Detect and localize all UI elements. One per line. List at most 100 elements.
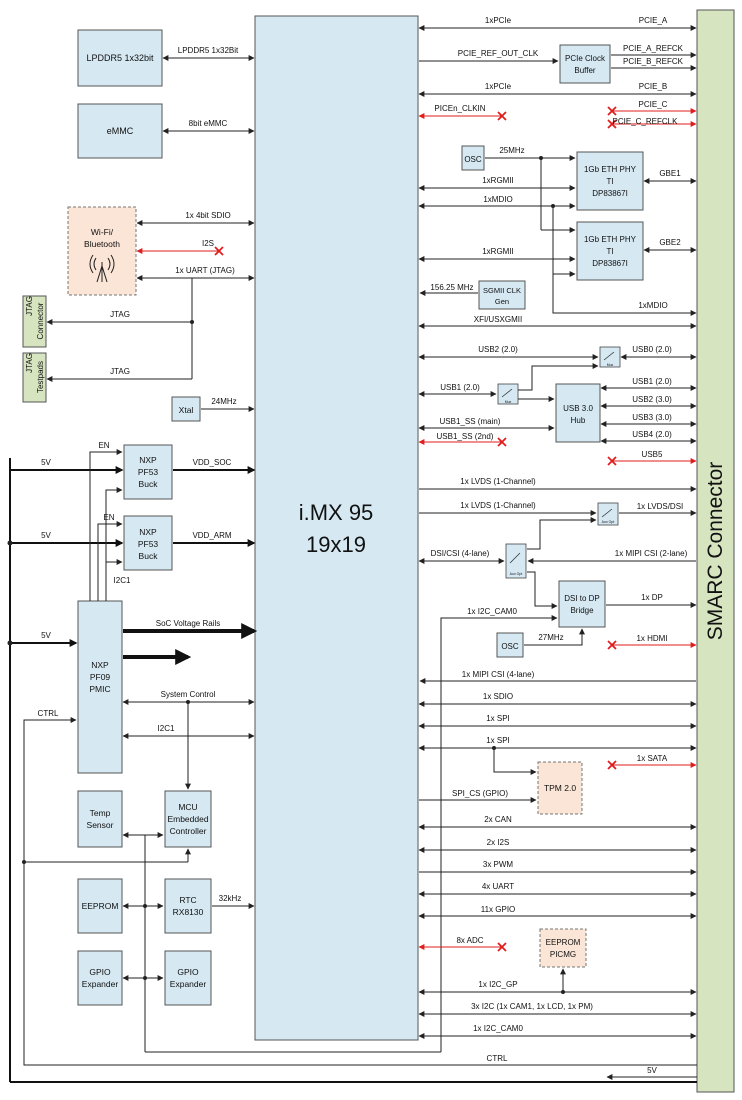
eeprom-picmg-label-2: PICMG xyxy=(550,950,576,959)
sig-sdio: 1x 4bit SDIO xyxy=(185,211,230,220)
osc2-label: OSC xyxy=(501,642,519,651)
sig-usb2: USB2 (2.0) xyxy=(478,345,518,354)
hub-label-2: Hub xyxy=(571,416,586,425)
sig-picen: PICEn_CLKIN xyxy=(434,104,485,113)
pcie-buf-label-2: Buffer xyxy=(574,66,596,75)
sig-usb0: USB0 (2.0) xyxy=(632,345,672,354)
gpio1-label-2: Expander xyxy=(82,979,119,989)
sig-lpddr5: LPDDR5 1x32Bit xyxy=(178,46,239,55)
mux-usb1-label: Mux xyxy=(505,400,512,404)
x-mark-i2s-wifi xyxy=(214,246,224,256)
sig-gbe1: GBE1 xyxy=(659,169,681,178)
gpio1-label-1: GPIO xyxy=(89,967,111,977)
sig-mipi-4: 1x MIPI CSI (4-lane) xyxy=(462,670,535,679)
mcu-label-3: Controller xyxy=(170,826,207,836)
gpio2-label-2: Expander xyxy=(170,979,207,989)
jtag-testpads-block xyxy=(22,352,47,403)
phy1-label-2: TI xyxy=(606,177,613,186)
gpio2-label-1: GPIO xyxy=(177,967,199,977)
rtc-label-1: RTC xyxy=(179,895,196,905)
sig-mdio-2: 1xMDIO xyxy=(638,301,667,310)
sig-vdd-arm: VDD_ARM xyxy=(192,531,231,540)
mcu-block xyxy=(164,790,212,848)
sig-can: 2x CAN xyxy=(484,815,512,824)
mux-usb1: Mux xyxy=(497,383,519,405)
sig-jtag-2: JTAG xyxy=(110,367,130,376)
xtal-label: Xtal xyxy=(179,405,194,415)
hub-label-1: USB 3.0 xyxy=(563,404,593,413)
smarc-connector xyxy=(696,9,735,1093)
sig-en-1: EN xyxy=(98,441,109,450)
sig-pcie-a: PCIE_A xyxy=(639,16,668,25)
sig-sysctrl: System Control xyxy=(161,690,216,699)
gpio-expander-1-block xyxy=(77,950,123,1006)
sig-xtal: 24MHz xyxy=(211,397,236,406)
osc1-label: OSC xyxy=(464,155,482,164)
phy2-label-1: 1Gb ETH PHY xyxy=(584,235,637,244)
dsi-dp-bridge-block xyxy=(558,580,606,628)
antenna-icon xyxy=(89,254,115,283)
sig-i2c1: I2C1 xyxy=(158,724,175,733)
x-mark-adc xyxy=(497,942,507,952)
xtal-block xyxy=(171,396,201,422)
buck-soc-block xyxy=(123,444,173,500)
sig-lvds-1: 1x LVDS (1-Channel) xyxy=(460,477,536,486)
usb-hub-block xyxy=(555,383,601,443)
sig-pcie-c: PCIE_C xyxy=(639,100,668,109)
phy2-label-2: TI xyxy=(606,247,613,256)
buck-soc-label-3: Buck xyxy=(139,479,159,489)
wifi-label-1: Wi-Fi/ xyxy=(91,227,114,237)
sig-spi-1: 1x SPI xyxy=(486,714,510,723)
sig-usb1-r: USB1 (2.0) xyxy=(632,377,672,386)
sig-usb1ss-main: USB1_SS (main) xyxy=(440,417,501,426)
buck-arm-label-2: PF53 xyxy=(138,539,159,549)
sig-ctrl-left: CTRL xyxy=(38,709,59,718)
sig-rgmii-1: 1xRGMII xyxy=(482,176,514,185)
x-mark-usb5 xyxy=(607,456,617,466)
gpio-expander-2-block xyxy=(164,950,212,1006)
sig-lvds-dsi: 1x LVDS/DSI xyxy=(637,502,684,511)
sig-emmc: 8bit eMMC xyxy=(189,119,228,128)
sgmii-label-1: SGMII CLK xyxy=(483,286,521,295)
buck-soc-label-2: PF53 xyxy=(138,467,159,477)
sig-rtc-clk: 32kHz xyxy=(219,894,242,903)
sig-spi-cs: SPI_CS (GPIO) xyxy=(452,789,508,798)
mux-usb0: Mux xyxy=(599,346,621,368)
emmc-block xyxy=(77,103,163,159)
dsi-dp-label-2: Bridge xyxy=(570,606,594,615)
mcu-label-1: MCU xyxy=(178,802,197,812)
sig-vdd-soc: VDD_SOC xyxy=(193,458,232,467)
tpm-label: TPM 2.0 xyxy=(544,783,576,793)
mcu-label-2: Embedded xyxy=(167,814,208,824)
lpddr5-block xyxy=(77,29,163,87)
soc-subtitle: 19x19 xyxy=(306,532,366,557)
sig-i2c1-top: I2C1 xyxy=(114,576,131,585)
sig-i2c-gp: 1x I2C_GP xyxy=(478,980,517,989)
sig-i2c-cam0: 1x I2C_CAM0 xyxy=(473,1024,523,1033)
mux-lvds-label: Aux Opt xyxy=(602,520,615,524)
sig-usb4-r: USB4 (2.0) xyxy=(632,430,672,439)
sig-ctrl: CTRL xyxy=(487,1054,508,1063)
x-mark-hdmi xyxy=(607,640,617,650)
jtag-testpads-label-1: JTAG xyxy=(25,353,34,373)
sig-i2c-cam0-top: 1x I2C_CAM0 xyxy=(467,607,517,616)
pmic-label-1: NXP xyxy=(91,660,109,670)
sig-en-2: EN xyxy=(103,513,114,522)
sig-gbe2: GBE2 xyxy=(659,238,681,247)
sig-usb1-left: USB1 (2.0) xyxy=(440,383,480,392)
sig-mdio-1: 1xMDIO xyxy=(483,195,512,204)
sig-usb2-r: USB2 (3.0) xyxy=(632,395,672,404)
wifi-label-2: Bluetooth xyxy=(84,239,120,249)
jtag-connector-label-2: Connector xyxy=(36,302,45,339)
pcie-buf-label-1: PCIe Clock xyxy=(565,54,606,63)
sig-usb3-r: USB3 (3.0) xyxy=(632,413,672,422)
temp-label-2: Sensor xyxy=(87,820,114,830)
buck-arm-label-3: Buck xyxy=(139,551,159,561)
sig-pcie-c-refclk: PCIE_C_REFCLK xyxy=(613,117,679,126)
sig-rgmii-2: 1xRGMII xyxy=(482,247,514,256)
sig-dsi-csi: DSI/CSI (4-lane) xyxy=(431,549,490,558)
sig-usb1ss-2nd: USB1_SS (2nd) xyxy=(437,432,494,441)
eth-phy-2-block xyxy=(576,221,644,281)
mux-lvds: Aux Opt xyxy=(597,502,619,526)
temp-label-1: Temp xyxy=(90,808,111,818)
